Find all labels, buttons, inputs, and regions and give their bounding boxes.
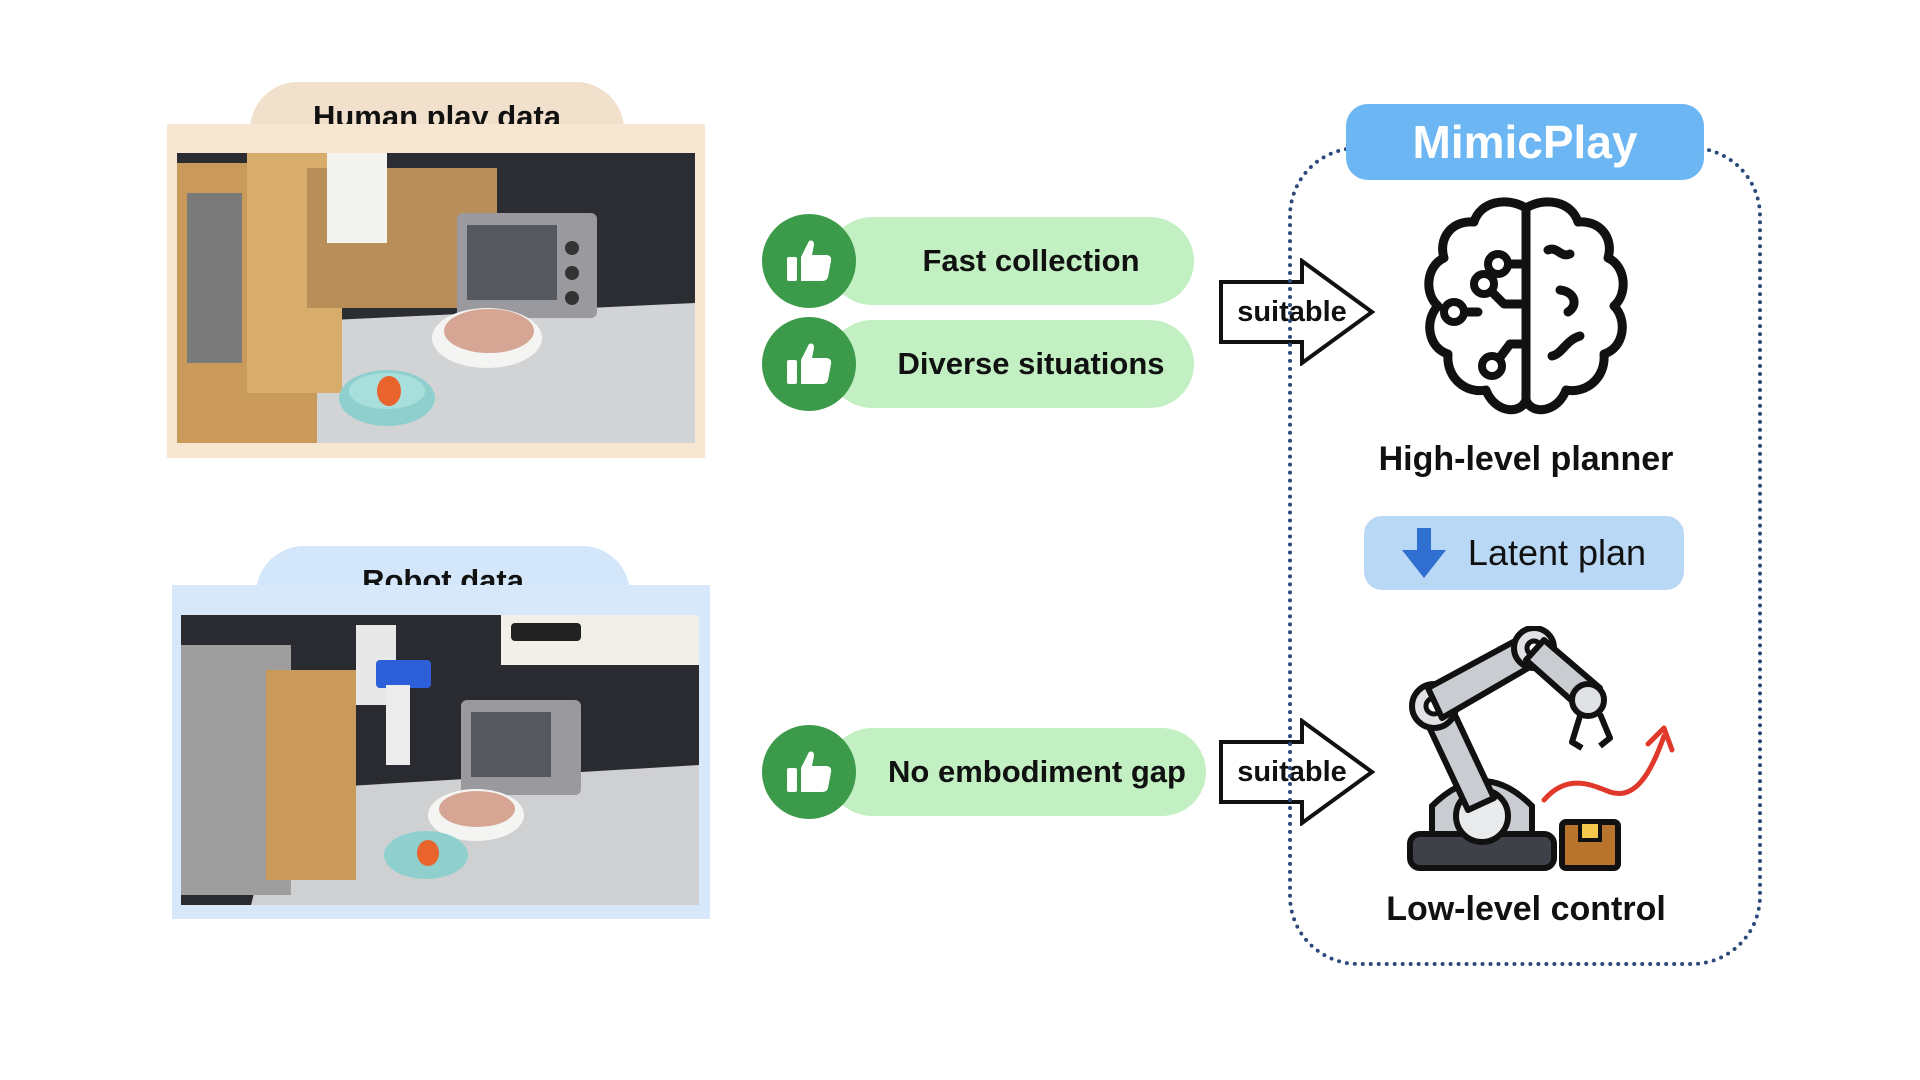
low-level-control-label: Low-level control <box>1386 890 1666 928</box>
diverse-situations-label: Diverse situations <box>897 346 1165 381</box>
no-embodiment-gap-pill: No embodiment gap <box>828 728 1206 816</box>
fast-collection-label: Fast collection <box>922 243 1140 278</box>
suitable-arrow-top <box>1219 258 1376 366</box>
latent-plan-box: Latent plan <box>1364 516 1684 590</box>
thumbs-up-icon <box>762 317 856 411</box>
suitable-arrow-bottom <box>1219 718 1376 826</box>
diverse-situations-pill: Diverse situations <box>828 320 1194 408</box>
fast-collection-pill: Fast collection <box>828 217 1194 305</box>
thumbs-up-icon <box>762 214 856 308</box>
down-arrow-icon <box>1401 528 1446 578</box>
mimicplay-title-text: MimicPlay <box>1412 116 1638 168</box>
mimicplay-title: MimicPlay <box>1346 104 1704 180</box>
human-play-photo <box>177 153 695 443</box>
suitable-label-bottom: suitable <box>1237 756 1347 788</box>
no-embodiment-gap-label: No embodiment gap <box>888 754 1186 789</box>
thumbs-up-icon <box>762 725 856 819</box>
robot-arm-icon <box>1407 626 1621 871</box>
suitable-label-top: suitable <box>1237 296 1347 328</box>
high-level-planner-label: High-level planner <box>1378 440 1674 478</box>
robot-data-photo <box>181 615 699 905</box>
trajectory-arrow-icon <box>1541 725 1675 803</box>
brain-circuit-icon <box>1424 197 1628 415</box>
latent-plan-label: Latent plan <box>1467 532 1647 573</box>
